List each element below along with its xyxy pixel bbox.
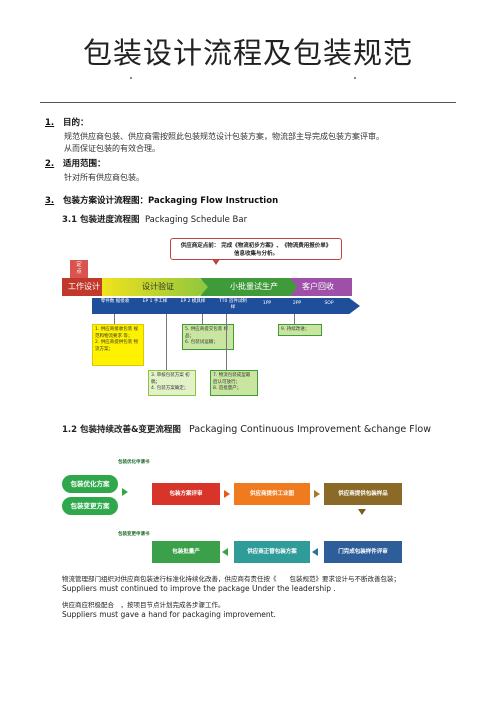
- section-3-heading: 3.包装方案设计流程图：Packaging Flow Instruction: [45, 196, 279, 206]
- box-package-sample: 供应商提供包装样品: [324, 483, 402, 505]
- schedule-callout: 供应商定点前： 完成《物流初步方案》、《物流费用报价单》 信息收集与分析。: [170, 238, 342, 260]
- improvement-flow-diagram: 包装优化申请书 包装优化方案 包装变更方案 包装变更申请书 包装方案评审 供应商…: [62, 455, 432, 565]
- step-ep1: EP 1 手工样: [142, 299, 168, 304]
- step-box-a: 1. 供应商接收包装 规范和物流要求 等； 2. 供应商提供包装 物流方案；: [92, 324, 144, 366]
- phase-small-batch: 小批量试生产: [200, 278, 300, 296]
- note-optimize-request: 包装优化申请书: [118, 460, 150, 465]
- milestone-steps-bar: [92, 298, 360, 314]
- milestone-flag: 定点: [70, 260, 88, 278]
- box-plan-review: 包装方案评审: [152, 483, 220, 505]
- box-batch-production: 包装批量产: [152, 541, 220, 563]
- header-rule: [40, 102, 456, 103]
- arrow-right-icon: [122, 488, 128, 496]
- note-change-request: 包装变更申请书: [118, 532, 150, 537]
- connector-line: [166, 314, 167, 370]
- step-box-d: 7. 物流包装成型最 后认可放行； 8. 首批量产；: [210, 370, 258, 396]
- step-box-c: 5. 供应商提交包装 样品； 6. 包装试运输；: [182, 324, 234, 350]
- box-sample-review: 门完成包装样件评审: [324, 541, 402, 563]
- section-2-line: 针对所有供应商包装。: [64, 173, 144, 182]
- arrow-left-icon: [312, 548, 318, 556]
- section-1-line: 从而保证包装的有效合理。: [64, 144, 160, 153]
- section-1-heading: 1.目的：: [45, 118, 89, 128]
- step-box-e: 9. 持续改进；: [278, 324, 322, 336]
- step-box-b: 3. 审核包装方案 初稿； 4. 包装方案确定；: [148, 370, 196, 396]
- oval-change-plan: 包装变更方案: [62, 497, 118, 515]
- step-1pp: 1PP: [262, 301, 272, 306]
- phase-design-verify: 设计验证: [102, 278, 210, 296]
- decor-dot: [354, 77, 356, 79]
- oval-optimize-plan: 包装优化方案: [62, 475, 118, 493]
- arrow-down-icon: [358, 509, 366, 515]
- arrow-right-icon: [314, 490, 320, 498]
- page-title: 包装设计流程及包装规范: [82, 36, 413, 70]
- arrow-right-icon: [224, 490, 230, 498]
- phase-customer-return: 客户回收: [290, 278, 352, 296]
- step-tt0: TT0 首件试制样: [219, 299, 247, 310]
- connector-line: [226, 314, 227, 370]
- section-1-line: 规范供应商包装、供应商需按照此包装规范设计包装方案，物流部主导完成包装方案评审。: [64, 132, 384, 141]
- footer-note-zh-2: 供应商应积极配合 ，按项目节点计划完成各步骤工作。: [62, 601, 225, 609]
- step-sop: SOP: [324, 301, 334, 306]
- schedule-bar-diagram: 供应商定点前： 完成《物流初步方案》、《物流费用报价单》 信息收集与分析。 定点…: [62, 238, 362, 408]
- step-ep2: EP 2 模具样: [180, 299, 206, 304]
- decor-dot: [130, 77, 132, 79]
- subsection-3-1: 3.1 包装进度流程图 Packaging Schedule Bar: [62, 215, 248, 225]
- footer-note-zh-1: 物流管理部门组织对供应商包装进行标准化持续化改善，供应商有责任按《 包装规范》要…: [62, 575, 400, 583]
- footer-note-en-1: Suppliers must continued to improve the …: [62, 584, 336, 593]
- footer-note-en-2: Suppliers must gave a hand for packaging…: [62, 610, 276, 619]
- callout-arrow-icon: [212, 259, 220, 265]
- subsection-1-2: 1.2 包装持续改善&变更流程图 Packaging Continuous Im…: [62, 424, 431, 435]
- connector-line: [294, 314, 295, 324]
- connector-line: [114, 314, 115, 324]
- arrow-left-icon: [222, 548, 228, 556]
- connector-line: [202, 314, 203, 324]
- section-2-heading: 2.适用范围：: [45, 159, 106, 169]
- step-2pp: 2PP: [292, 301, 302, 306]
- phase-work-design: 工作设计: [62, 278, 102, 296]
- box-industrial-drawing: 供应商提供工业图: [234, 483, 310, 505]
- step-part-data: 零件数 据接收: [100, 299, 130, 304]
- box-replace-plan: 供应商正替包装方案: [234, 541, 310, 563]
